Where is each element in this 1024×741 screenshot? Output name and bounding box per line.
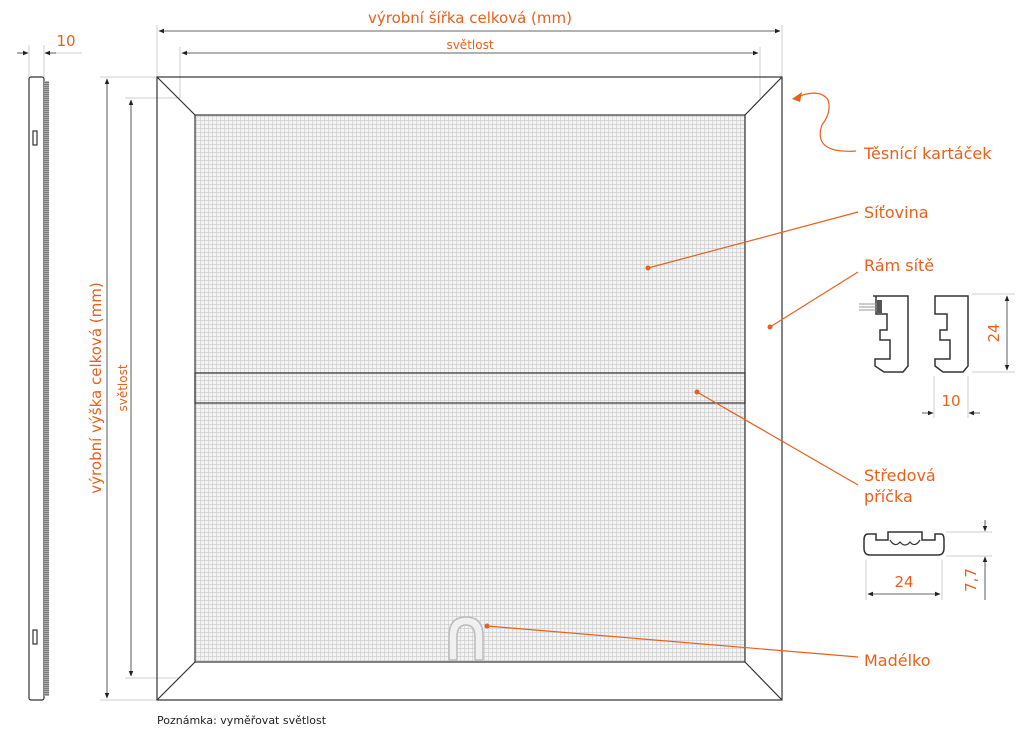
label-frame: Rám sítě <box>864 256 934 275</box>
crossbar-profile <box>863 531 945 556</box>
label-crossbar-1: Středová <box>864 466 936 485</box>
frame-profile-with-brush <box>859 295 909 373</box>
clear-height-label: světlost <box>116 364 130 411</box>
clear-width-dimension: světlost <box>179 38 761 98</box>
side-profile: 10 <box>17 32 82 701</box>
label-crossbar-2: příčka <box>864 487 913 506</box>
label-handle: Madélko <box>864 651 931 670</box>
label-brush: Těsnící kartáček <box>863 144 992 163</box>
mesh <box>195 115 745 662</box>
crossbar-width-label: 24 <box>894 573 913 591</box>
total-width-label: výrobní šířka celková (mm) <box>368 9 572 27</box>
side-depth-label: 10 <box>56 32 75 50</box>
crossbar <box>194 372 746 404</box>
total-height-label: výrobní výška celková (mm) <box>87 282 105 493</box>
total-height-dimension: výrobní výška celková (mm) <box>87 76 157 701</box>
label-mesh: Síťovina <box>864 203 929 222</box>
frame-height-label: 24 <box>985 323 1003 342</box>
crossbar-height-label: 7,7 <box>962 568 980 592</box>
screen-frame <box>156 76 783 701</box>
handle <box>448 616 484 661</box>
crossbar-profile-dimensions: 7,7 24 <box>865 520 992 600</box>
leader-lines <box>484 92 859 658</box>
clear-width-label: světlost <box>446 38 493 52</box>
clear-height-dimension: světlost <box>116 97 180 679</box>
frame-profile-dimensions: 24 10 <box>922 293 1015 418</box>
frame-profile <box>934 295 969 373</box>
total-width-dimension: výrobní šířka celková (mm) <box>156 9 783 77</box>
note: Poznámka: vyměřovat světlost <box>157 714 327 727</box>
frame-width-label: 10 <box>941 392 960 410</box>
